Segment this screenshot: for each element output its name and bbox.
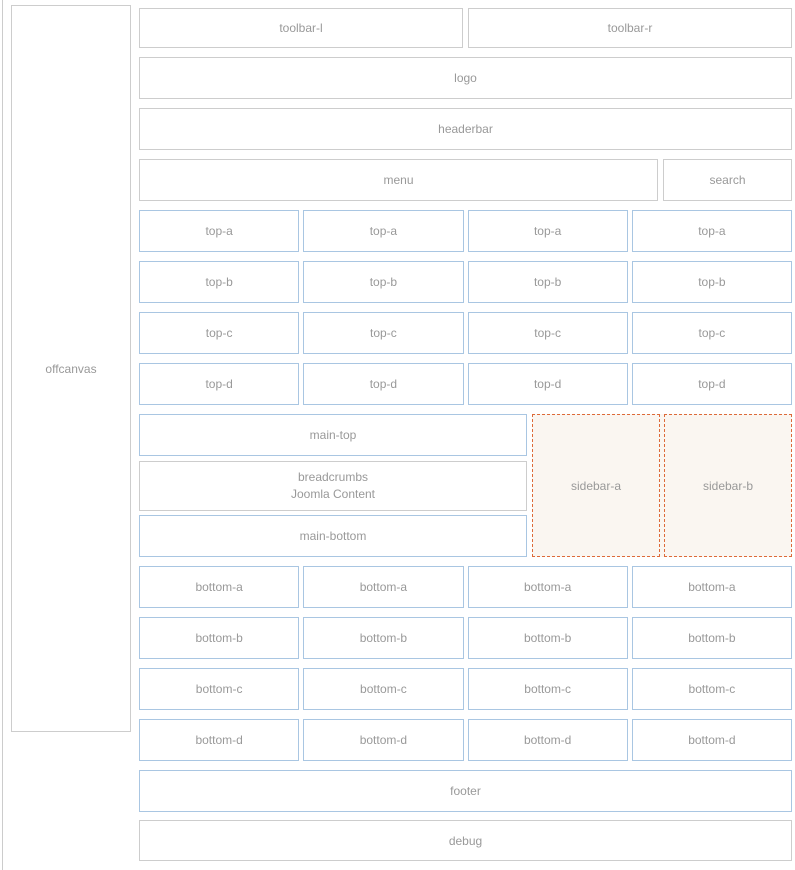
position-top-a: top-a <box>303 210 464 252</box>
position-menu: menu <box>139 159 658 201</box>
position-top-d: top-d <box>631 363 792 405</box>
position-footer: footer <box>139 770 792 812</box>
position-bottom-c: bottom-c <box>467 668 628 710</box>
position-toolbar-l: toolbar-l <box>139 8 463 48</box>
position-bottom-a: bottom-a <box>139 566 300 608</box>
position-bottom-d: bottom-d <box>303 719 464 761</box>
bottom-a-row: bottom-a bottom-a bottom-a bottom-a <box>139 566 792 608</box>
position-search: search <box>663 159 792 201</box>
position-label-breadcrumbs: breadcrumbs <box>297 470 369 484</box>
position-breadcrumbs-content: breadcrumbs Joomla Content <box>139 461 527 511</box>
position-top-c: top-c <box>139 312 300 354</box>
position-main-bottom: main-bottom <box>139 515 527 557</box>
position-top-c: top-c <box>631 312 792 354</box>
top-c-row: top-c top-c top-c top-c <box>139 312 792 354</box>
position-top-d: top-d <box>303 363 464 405</box>
bottom-c-row: bottom-c bottom-c bottom-c bottom-c <box>139 668 792 710</box>
content-column: main-top breadcrumbs Joomla Content main… <box>139 414 527 557</box>
position-bottom-a: bottom-a <box>467 566 628 608</box>
position-bottom-c: bottom-c <box>303 668 464 710</box>
position-bottom-b: bottom-b <box>303 617 464 659</box>
position-top-a: top-a <box>139 210 300 252</box>
position-top-b: top-b <box>139 261 300 303</box>
sidebars-wrapper: sidebar-a sidebar-b <box>532 414 792 557</box>
position-bottom-d: bottom-d <box>631 719 792 761</box>
position-bottom-a: bottom-a <box>303 566 464 608</box>
position-top-d: top-d <box>467 363 628 405</box>
top-b-row: top-b top-b top-b top-b <box>139 261 792 303</box>
position-logo: logo <box>139 57 792 99</box>
top-a-row: top-a top-a top-a top-a <box>139 210 792 252</box>
position-offcanvas: offcanvas <box>11 5 131 732</box>
main-column: toolbar-l toolbar-r logo headerbar menu … <box>139 5 792 861</box>
position-main-top: main-top <box>139 414 527 456</box>
position-debug: debug <box>139 820 792 861</box>
position-top-a: top-a <box>631 210 792 252</box>
bottom-d-row: bottom-d bottom-d bottom-d bottom-d <box>139 719 792 761</box>
position-bottom-c: bottom-c <box>631 668 792 710</box>
position-bottom-c: bottom-c <box>139 668 300 710</box>
position-bottom-b: bottom-b <box>139 617 300 659</box>
position-top-c: top-c <box>467 312 628 354</box>
position-bottom-d: bottom-d <box>139 719 300 761</box>
position-label-joomla-content: Joomla Content <box>290 487 376 501</box>
position-top-b: top-b <box>631 261 792 303</box>
position-top-b: top-b <box>467 261 628 303</box>
bottom-b-row: bottom-b bottom-b bottom-b bottom-b <box>139 617 792 659</box>
top-d-row: top-d top-d top-d top-d <box>139 363 792 405</box>
toolbar-row: toolbar-l toolbar-r <box>139 8 792 48</box>
position-sidebar-a: sidebar-a <box>532 414 660 557</box>
position-headerbar: headerbar <box>139 108 792 150</box>
position-bottom-b: bottom-b <box>467 617 628 659</box>
position-top-b: top-b <box>303 261 464 303</box>
position-bottom-d: bottom-d <box>467 719 628 761</box>
position-bottom-b: bottom-b <box>631 617 792 659</box>
position-bottom-a: bottom-a <box>631 566 792 608</box>
position-toolbar-r: toolbar-r <box>468 8 792 48</box>
position-top-a: top-a <box>467 210 628 252</box>
position-top-d: top-d <box>139 363 300 405</box>
position-sidebar-b: sidebar-b <box>664 414 792 557</box>
main-section: main-top breadcrumbs Joomla Content main… <box>139 414 792 557</box>
position-label-offcanvas: offcanvas <box>45 361 97 376</box>
position-top-c: top-c <box>303 312 464 354</box>
menu-row: menu search <box>139 159 792 201</box>
